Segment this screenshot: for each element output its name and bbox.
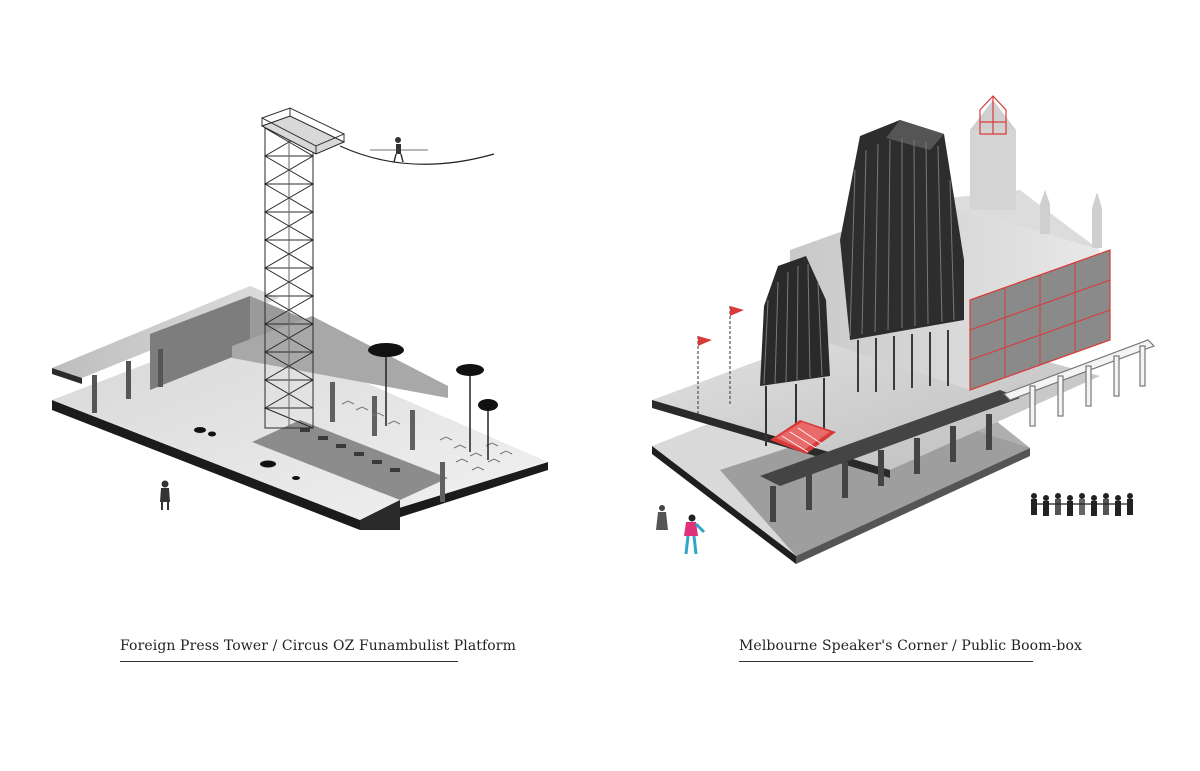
- lower-slab-edge: [52, 400, 548, 530]
- slatted-tower-large: [840, 120, 964, 392]
- dancing-crowd: [1031, 493, 1133, 516]
- floor-openings: [194, 427, 300, 480]
- seating-cluster: [341, 400, 513, 471]
- foreign-press-tower-drawing: [0, 0, 600, 600]
- trench-steps: [300, 428, 400, 472]
- isometric-drawing-right: [652, 95, 1156, 564]
- beam-columns: [330, 382, 445, 502]
- tower-platform: [260, 107, 346, 155]
- roof-columns: [92, 349, 163, 413]
- sunken-trench: [252, 420, 448, 500]
- standing-person: [160, 480, 170, 510]
- speakers-corner-drawing: [600, 0, 1200, 600]
- caption-foreign-press-tower: Foreign Press Tower / Circus OZ Funambul…: [120, 638, 516, 662]
- people-group-left: [656, 505, 706, 555]
- pergola-beams: [760, 390, 1020, 522]
- caption-speakers-corner: Melbourne Speaker's Corner / Public Boom…: [739, 638, 1082, 662]
- funambulist-figure: [370, 137, 428, 163]
- side-colonnade: [1002, 339, 1156, 427]
- red-flags: [697, 306, 744, 420]
- back-wall: [150, 296, 250, 390]
- red-stage: [770, 420, 836, 454]
- isometric-drawing-left: [52, 107, 548, 530]
- umbrella-shades: [368, 343, 498, 460]
- tightrope: [339, 145, 495, 165]
